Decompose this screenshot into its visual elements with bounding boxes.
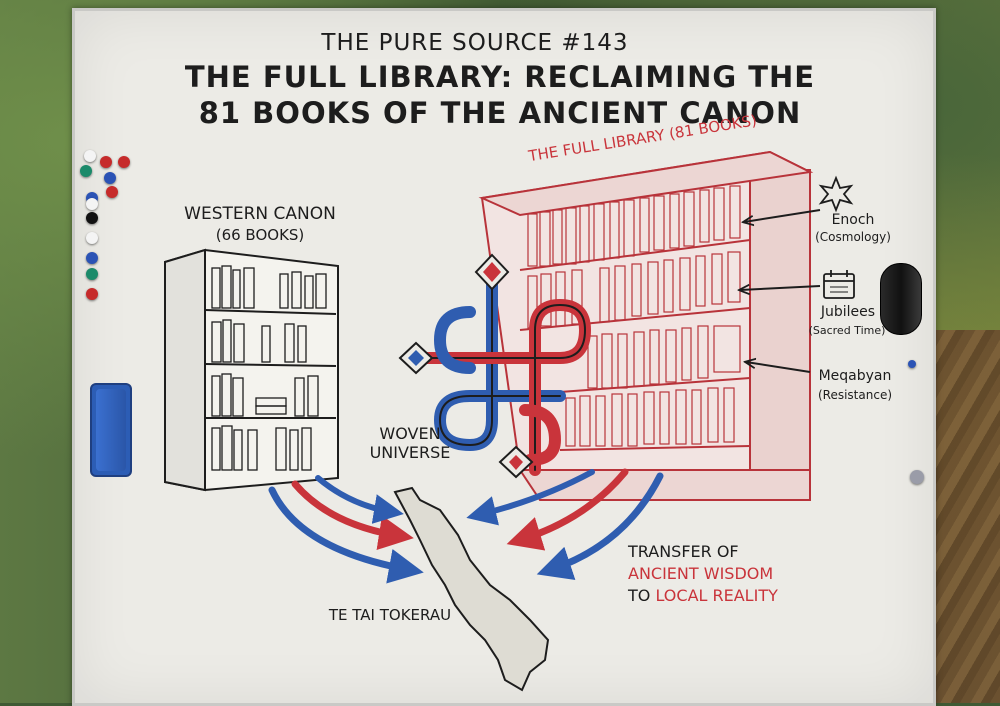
western-canon-title: WESTERN CANON <box>184 204 336 224</box>
flow-arrows <box>268 468 664 584</box>
te-tai-tokerau-map <box>393 486 550 692</box>
callout-meqabyan-name: Meqabyan <box>818 368 892 384</box>
arrow-blue-right-outer <box>536 472 664 580</box>
map-label: TE TAI TOKERAU <box>328 606 452 624</box>
callout-enoch-sub: (Cosmology) <box>815 230 891 244</box>
western-bookcase <box>164 248 339 492</box>
arrow-blue-right-inner <box>466 469 595 526</box>
western-canon-count: (66 BOOKS) <box>215 226 305 244</box>
arrow-blue-left-outer <box>268 486 424 584</box>
transfer-line3: TO LOCAL REALITY <box>628 586 848 605</box>
callout-jubilees-sub: (Sacred Time) <box>808 324 886 337</box>
magnet-white[interactable] <box>86 198 98 210</box>
woven-universe-knot <box>398 253 592 479</box>
callout-jubilees-name: Jubilees <box>820 304 876 320</box>
magnet-green[interactable] <box>80 165 92 177</box>
magnet-red[interactable] <box>86 288 98 300</box>
magnet-red[interactable] <box>100 156 112 168</box>
calendar-icon <box>823 270 855 299</box>
arrow-red-left <box>291 480 414 551</box>
transfer-line1: TRANSFER OF <box>628 542 739 561</box>
magnet-green[interactable] <box>86 268 98 280</box>
arrow-blue-left-inner <box>315 475 404 524</box>
woven-universe-label-line2: UNIVERSE <box>369 443 451 462</box>
whiteboard-eraser[interactable] <box>90 383 132 477</box>
page-title-line2: 81 BOOKS OF THE ANCIENT CANON <box>198 96 802 130</box>
transfer-line3-highlight: LOCAL REALITY <box>655 586 778 605</box>
arrow-red-right <box>506 468 629 551</box>
magnet-red[interactable] <box>118 156 130 168</box>
magnet-black[interactable] <box>86 212 98 224</box>
woven-universe-label-line1: WOVEN <box>379 424 441 443</box>
callout-enoch-name: Enoch <box>831 212 875 228</box>
computer-mouse[interactable] <box>880 263 922 335</box>
callout-leaders <box>740 209 821 373</box>
transfer-line2: ANCIENT WISDOM <box>628 564 774 583</box>
page-title-line1: THE FULL LIBRARY: RECLAIMING THE <box>184 60 816 94</box>
callout-meqabyan-sub: (Resistance) <box>817 388 893 402</box>
magnet-white[interactable] <box>86 232 98 244</box>
magnet-blue[interactable] <box>104 172 116 184</box>
magnet-white[interactable] <box>84 150 96 162</box>
magnet-blue[interactable] <box>908 360 916 368</box>
magnet-red[interactable] <box>106 186 118 198</box>
magnet-blue[interactable] <box>86 252 98 264</box>
star-icon <box>818 175 854 213</box>
magnet-grey[interactable] <box>910 470 924 484</box>
transfer-line3-prefix: TO <box>628 586 656 605</box>
series-title: THE PURE SOURCE #143 <box>321 30 629 56</box>
